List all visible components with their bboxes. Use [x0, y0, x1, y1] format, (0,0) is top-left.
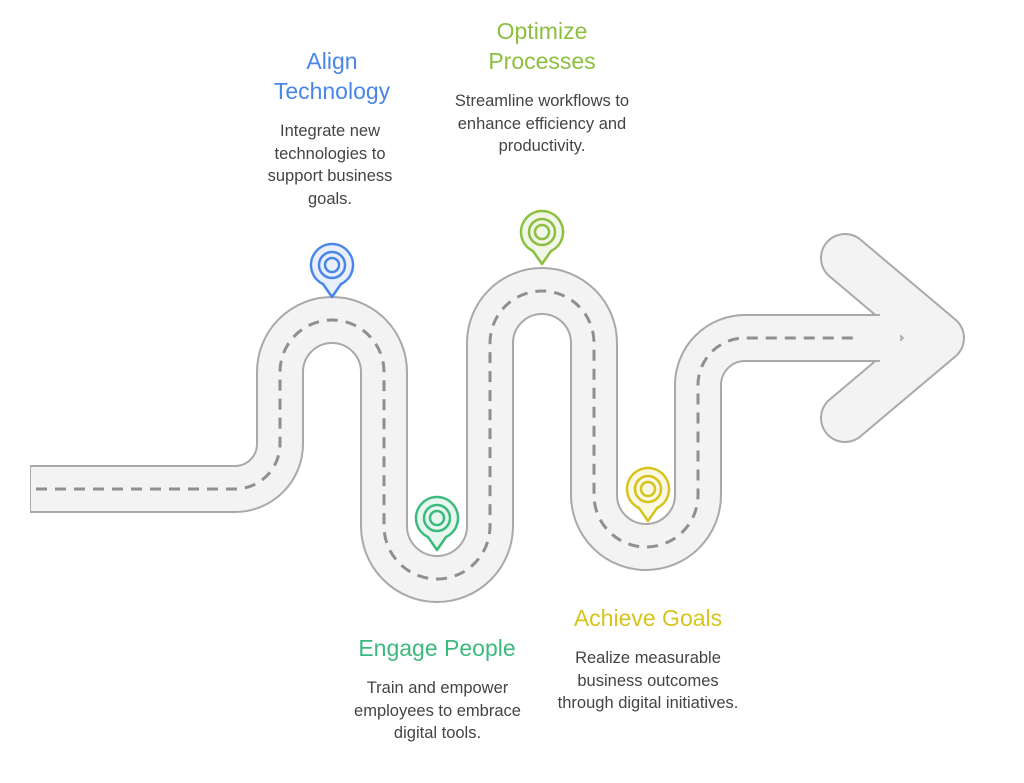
step-title-achieve-goals: Achieve Goals: [573, 605, 723, 631]
road-center-dashes: [36, 289, 860, 581]
step-desc-align-technology: Integrate new technologies to support bu…: [267, 122, 393, 208]
location-pin-icon: [309, 242, 355, 299]
location-pin-icon: [414, 495, 460, 552]
location-pin-icon: [625, 466, 671, 523]
step-title-optimize-processes: Optimize Processes: [488, 18, 596, 74]
step-desc-engage-people: Train and empower employees to embrace d…: [354, 679, 521, 742]
road: [30, 233, 965, 603]
step-title-engage-people: Engage People: [358, 635, 516, 661]
step-title-align-technology: Align Technology: [273, 48, 391, 104]
step-desc-achieve-goals: Realize measurable business outcomes thr…: [557, 649, 739, 712]
step-desc-optimize-processes: Streamline workflows to enhance efficien…: [454, 92, 630, 155]
location-pin-icon: [519, 209, 565, 266]
